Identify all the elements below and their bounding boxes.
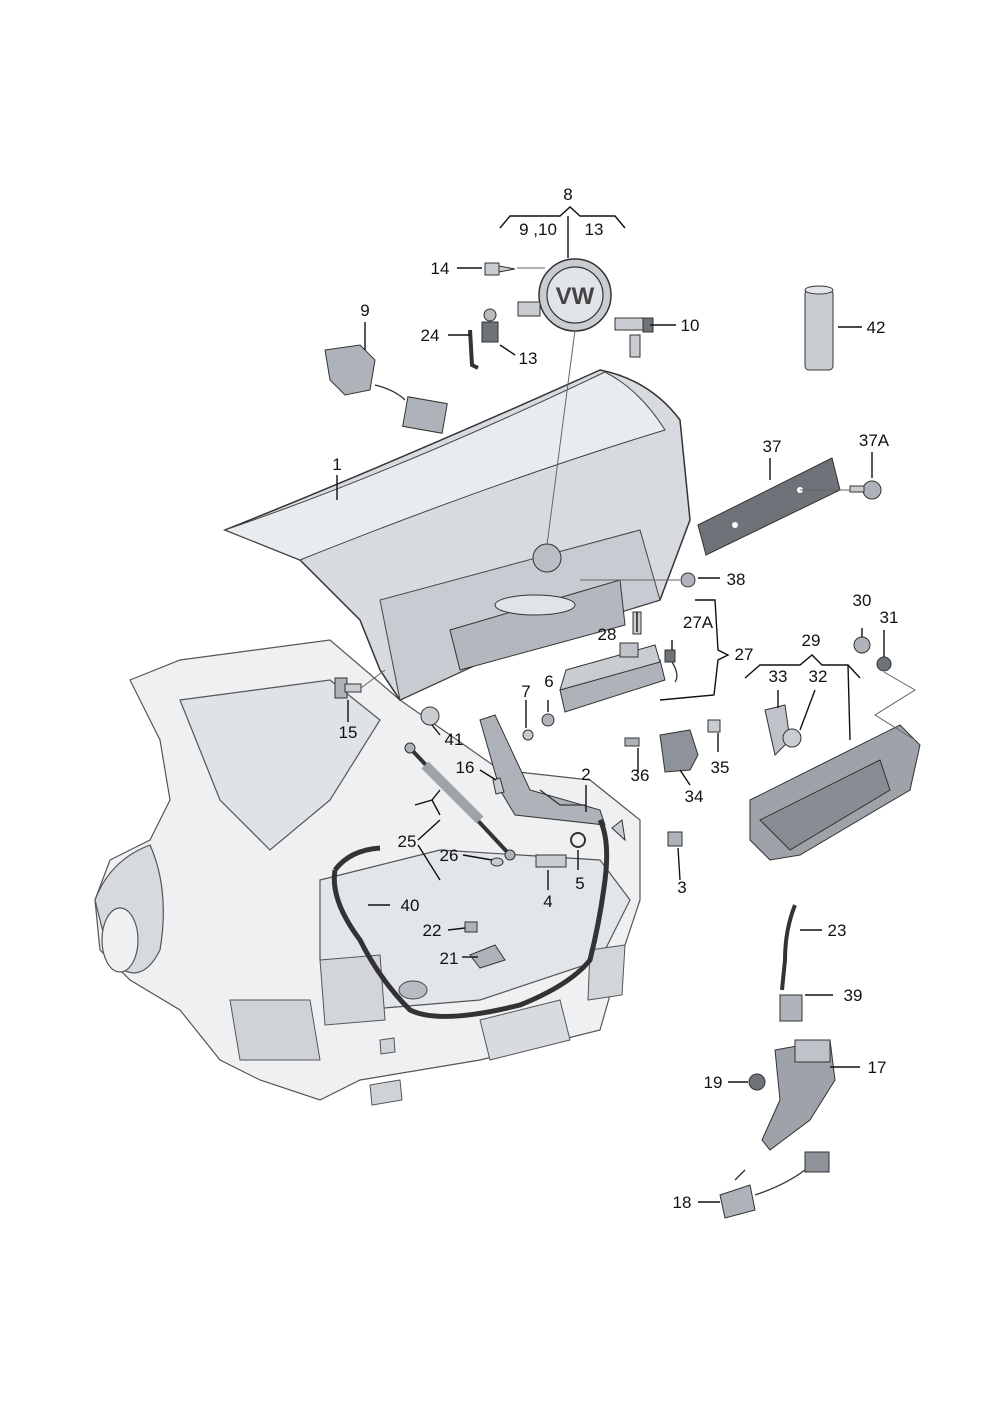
vw-logo-icon: VW bbox=[556, 283, 595, 310]
callout-labels: 8 9 ,10 13 14 10 24 13 9 42 1 37 37A 38 … bbox=[332, 185, 898, 1212]
aerosol-can-42 bbox=[804, 285, 834, 371]
callout-1: 1 bbox=[332, 455, 341, 474]
callout-23: 23 bbox=[828, 921, 847, 940]
callout-35: 35 bbox=[711, 758, 730, 777]
callout-42: 42 bbox=[867, 318, 886, 337]
callout-32: 32 bbox=[809, 667, 828, 686]
callout-26: 26 bbox=[440, 846, 459, 865]
hinge-2 bbox=[420, 706, 683, 868]
callout-4: 4 bbox=[543, 892, 552, 911]
callout-21: 21 bbox=[440, 949, 459, 968]
seal-40 bbox=[331, 818, 610, 1019]
car-rear-body bbox=[94, 639, 641, 1106]
gas-strut-25 bbox=[404, 742, 516, 867]
callout-29: 29 bbox=[802, 631, 821, 650]
callout-34: 34 bbox=[685, 787, 704, 806]
callout-8: 8 bbox=[563, 185, 572, 204]
callout-27: 27 bbox=[735, 645, 754, 664]
callout-25: 25 bbox=[398, 832, 417, 851]
lock-carrier-29 bbox=[749, 636, 921, 861]
callout-28: 28 bbox=[598, 625, 617, 644]
callout-37A: 37A bbox=[859, 431, 890, 450]
bolt-38 bbox=[680, 572, 696, 588]
callout-17: 17 bbox=[868, 1058, 887, 1077]
callout-13: 13 bbox=[519, 349, 538, 368]
callout-13-top: 13 bbox=[585, 220, 604, 239]
callout-40: 40 bbox=[401, 896, 420, 915]
callout-33: 33 bbox=[769, 667, 788, 686]
microswitch-34 bbox=[624, 719, 721, 773]
callout-39: 39 bbox=[844, 986, 863, 1005]
trim-strip-37 bbox=[697, 457, 882, 556]
callout-19: 19 bbox=[704, 1073, 723, 1092]
callout-30: 30 bbox=[853, 591, 872, 610]
callout-3: 3 bbox=[677, 878, 686, 897]
small-fasteners bbox=[334, 677, 506, 969]
callout-27A: 27A bbox=[683, 613, 714, 632]
callout-5: 5 bbox=[575, 874, 584, 893]
lock-actuator-9 bbox=[324, 344, 448, 434]
callout-22: 22 bbox=[423, 921, 442, 940]
callout-7: 7 bbox=[521, 682, 530, 701]
callout-10: 10 bbox=[681, 316, 700, 335]
callout-14: 14 bbox=[431, 259, 450, 278]
callout-18: 18 bbox=[673, 1193, 692, 1212]
callout-37: 37 bbox=[763, 437, 782, 456]
callout-2: 2 bbox=[581, 765, 590, 784]
leader-lines bbox=[336, 206, 916, 1203]
callout-41: 41 bbox=[445, 730, 464, 749]
callout-36: 36 bbox=[631, 766, 650, 785]
trunk-latch-17 bbox=[719, 904, 836, 1219]
trunk-lid bbox=[222, 369, 691, 701]
callout-9-10: 9 ,10 bbox=[519, 220, 557, 239]
callout-38: 38 bbox=[727, 570, 746, 589]
emblem-assembly: VW bbox=[468, 258, 654, 370]
callout-9: 9 bbox=[360, 301, 369, 320]
callout-24: 24 bbox=[421, 326, 440, 345]
callout-16: 16 bbox=[456, 758, 475, 777]
callout-15: 15 bbox=[339, 723, 358, 742]
callout-31: 31 bbox=[880, 608, 899, 627]
callout-6: 6 bbox=[544, 672, 553, 691]
